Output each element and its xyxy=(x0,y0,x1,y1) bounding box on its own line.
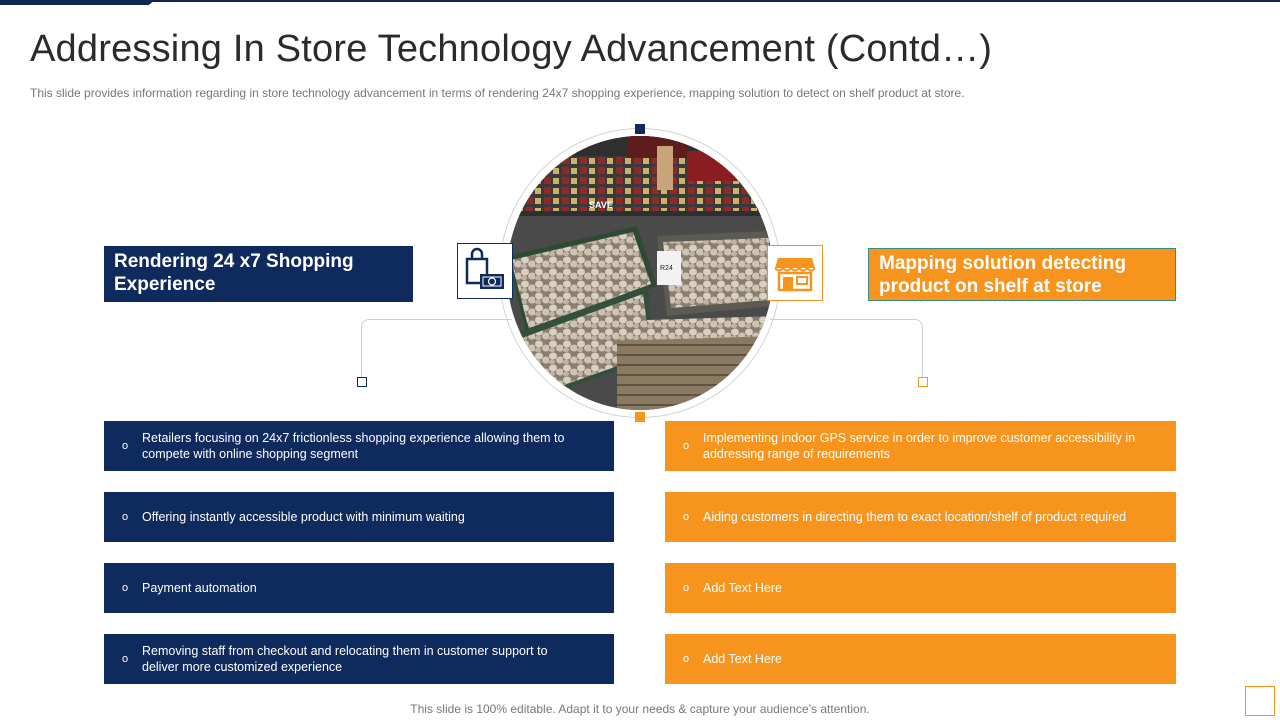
left-connector xyxy=(361,319,512,382)
right-bullet-3-text: Add Text Here xyxy=(703,581,782,595)
slide-footer: This slide is 100% editable. Adapt it to… xyxy=(410,702,870,716)
left-bullet-4-text: Removing staff from checkout and relocat… xyxy=(142,644,548,674)
bullet-marker: o xyxy=(122,582,129,594)
right-bullet-1-text: Implementing indoor GPS service in order… xyxy=(703,431,1136,461)
right-bullet-2: o Aiding customers in directing them to … xyxy=(665,492,1176,542)
supermarket-photo-icon: SAVE R24 xyxy=(507,136,773,410)
photo-bottom-node xyxy=(635,412,645,422)
slide-title: Addressing In Store Technology Advanceme… xyxy=(30,28,993,70)
right-bullet-2-text: Aiding customers in directing them to ex… xyxy=(703,510,1127,524)
left-bullet-1: o Retailers focusing on 24x7 frictionles… xyxy=(104,421,614,471)
top-accent-bar xyxy=(0,0,155,5)
right-bullet-4-text: Add Text Here xyxy=(703,652,782,666)
right-heading: Mapping solution detecting product on sh… xyxy=(868,248,1176,301)
bullet-marker: o xyxy=(683,653,690,665)
left-bullet-3-text: Payment automation xyxy=(142,581,257,595)
photo-top-node xyxy=(635,124,645,134)
right-bullet-4: o Add Text Here xyxy=(665,634,1176,684)
left-bullet-1-text: Retailers focusing on 24x7 frictionless … xyxy=(142,431,565,461)
corner-decoration xyxy=(1245,686,1275,716)
bullet-marker: o xyxy=(122,653,129,665)
bullet-marker: o xyxy=(122,511,129,523)
shopping-bag-money-icon xyxy=(457,243,513,299)
left-heading: Rendering 24 x7 Shopping Experience xyxy=(104,246,413,302)
left-bullet-2: o Offering instantly accessible product … xyxy=(104,492,614,542)
left-bullet-2-text: Offering instantly accessible product wi… xyxy=(142,510,465,524)
save-sign: SAVE xyxy=(589,200,613,210)
left-bullet-4: o Removing staff from checkout and reloc… xyxy=(104,634,614,684)
bullet-marker: o xyxy=(122,440,129,452)
right-connector-node xyxy=(918,377,928,387)
right-bullet-1: o Implementing indoor GPS service in ord… xyxy=(665,421,1176,471)
slide-subtitle: This slide provides information regardin… xyxy=(30,86,965,100)
bullet-marker: o xyxy=(683,511,690,523)
bullet-marker: o xyxy=(683,440,690,452)
left-bullet-3: o Payment automation xyxy=(104,563,614,613)
top-rule xyxy=(0,0,1280,2)
left-connector-node xyxy=(357,377,367,387)
storefront-icon xyxy=(767,245,823,301)
price-tag: R24 xyxy=(660,265,673,272)
right-connector xyxy=(770,319,923,382)
right-bullet-3: o Add Text Here xyxy=(665,563,1176,613)
bullet-marker: o xyxy=(683,582,690,594)
